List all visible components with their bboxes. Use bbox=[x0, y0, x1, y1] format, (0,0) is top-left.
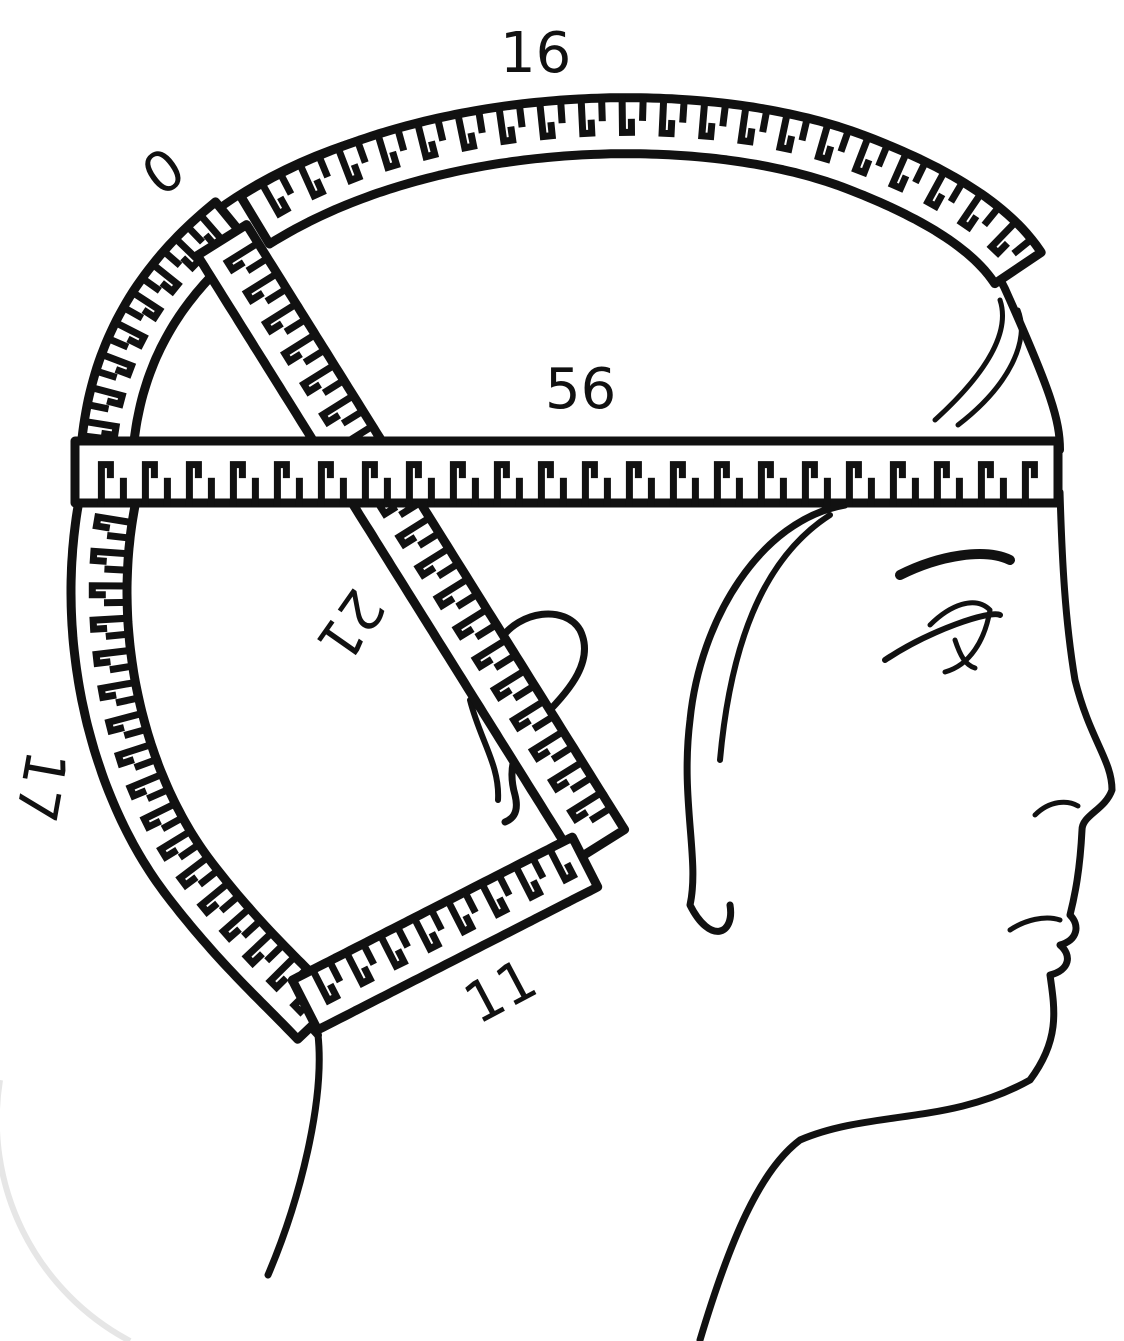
tape-band bbox=[292, 837, 597, 1030]
tape-tick bbox=[519, 104, 521, 124]
tape-tick bbox=[108, 569, 128, 570]
tape-tick bbox=[111, 536, 131, 538]
tape-tick bbox=[683, 100, 684, 120]
label-back: 17 bbox=[2, 746, 78, 827]
tape-tick bbox=[643, 98, 644, 118]
background-circle-artifact bbox=[0, 1080, 130, 1341]
tape-back bbox=[71, 493, 338, 1039]
tape-tick bbox=[438, 118, 442, 137]
tape-tick bbox=[723, 103, 725, 122]
tape-tick bbox=[87, 405, 105, 409]
tape-tick bbox=[113, 666, 132, 669]
tape-tick bbox=[120, 698, 139, 702]
tape-tick bbox=[561, 100, 562, 120]
tape-tick bbox=[602, 98, 603, 118]
tape-nape bbox=[292, 837, 597, 1030]
tape-tick bbox=[479, 110, 482, 129]
tape-circumference bbox=[75, 441, 1058, 503]
eye bbox=[885, 554, 1010, 672]
tape-tick bbox=[763, 109, 767, 128]
tape-tick bbox=[803, 118, 808, 137]
label-top-arc: 16 bbox=[500, 21, 571, 86]
hair-strands bbox=[935, 300, 1021, 425]
tape-diagonal bbox=[197, 225, 624, 861]
tape-band bbox=[241, 98, 1042, 284]
label-circumference: 56 bbox=[545, 357, 616, 422]
label-zero: 0 bbox=[131, 136, 197, 210]
label-diagonal: 21 bbox=[303, 577, 397, 673]
label-nape: 11 bbox=[454, 947, 547, 1038]
tape-top-arc bbox=[241, 98, 1042, 284]
tape-tick bbox=[109, 634, 129, 636]
hair-lock bbox=[687, 505, 845, 931]
